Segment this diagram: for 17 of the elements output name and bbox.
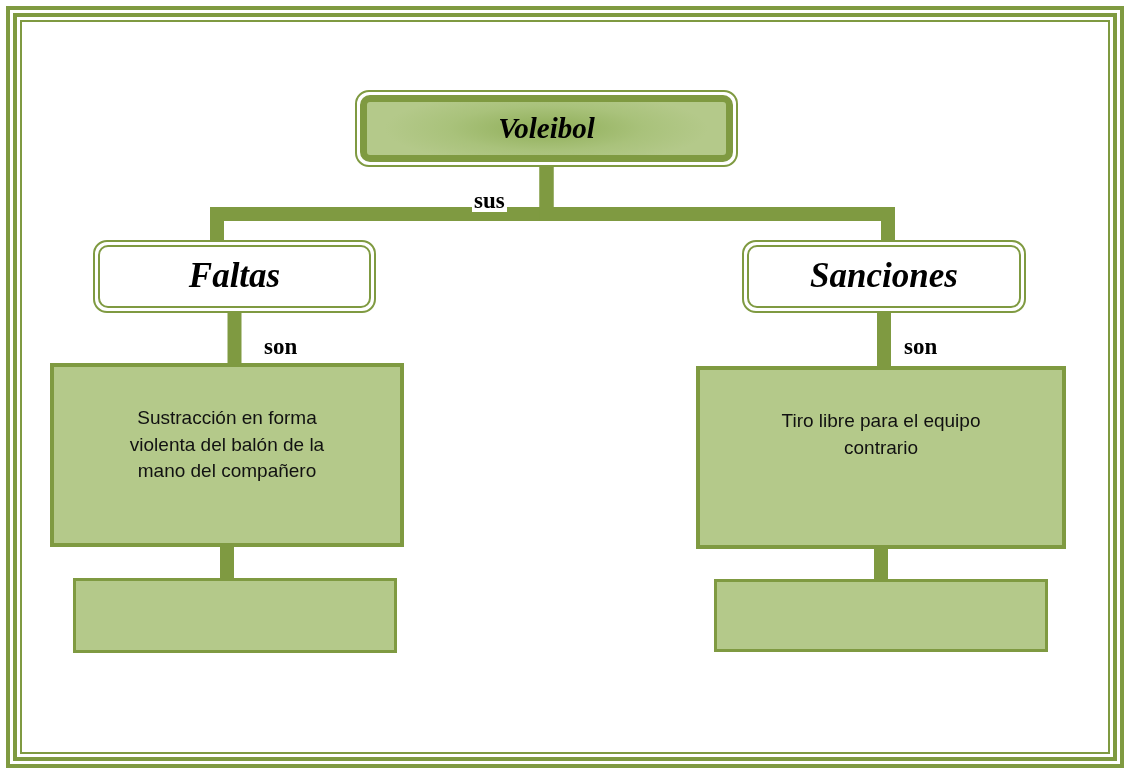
- connector-line: [874, 549, 888, 579]
- category-box: [93, 240, 376, 313]
- empty-box: [73, 578, 397, 653]
- empty-box: [714, 579, 1048, 652]
- node-text: Sustracción en forma violenta del balón de la mano del compañero: [128, 406, 326, 484]
- connector-line: [227, 313, 242, 363]
- title-box: [355, 90, 738, 167]
- connector-line: [220, 547, 234, 578]
- content-box: [50, 363, 404, 547]
- category-box: [742, 240, 1026, 313]
- content-box: [696, 366, 1066, 549]
- node-title: Voleibol: [498, 112, 595, 145]
- node-text: Tiro libre para el equipo contrario: [780, 409, 982, 460]
- connector-line: [539, 167, 895, 240]
- connector-line: [877, 313, 891, 366]
- node-title: Faltas: [188, 257, 281, 296]
- node-title: Sanciones: [810, 257, 958, 296]
